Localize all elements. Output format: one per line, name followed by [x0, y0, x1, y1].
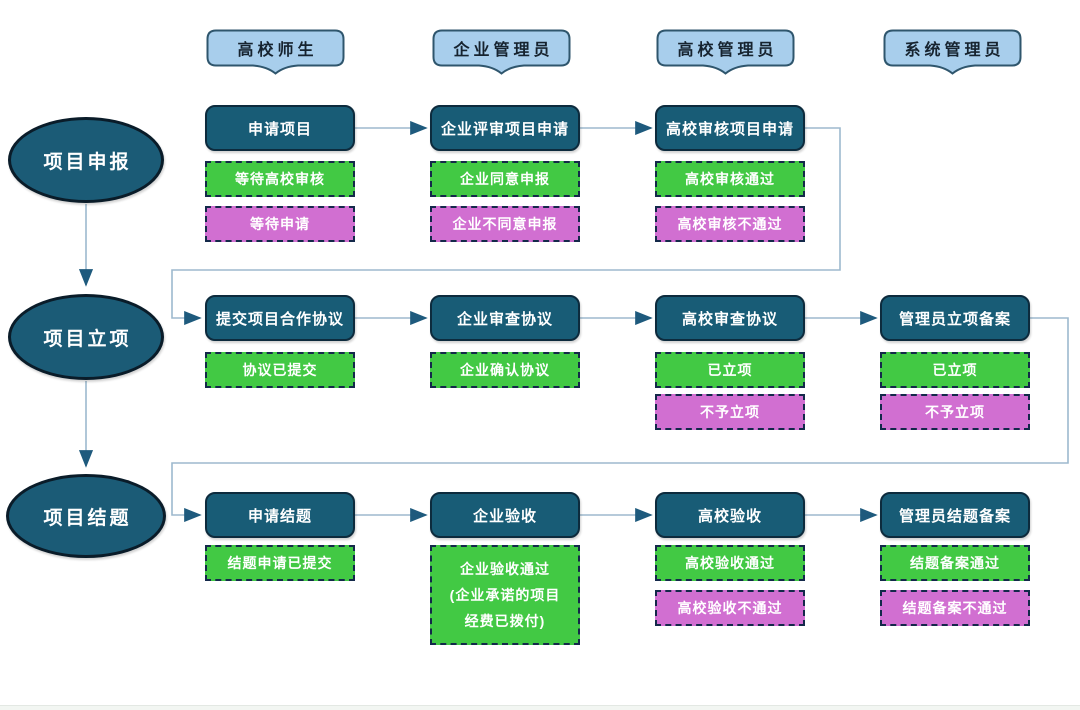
banner-shape	[656, 29, 795, 75]
step-company-review-application: 企业评审项目申请	[430, 105, 580, 151]
status-badge: 结题申请已提交	[205, 545, 355, 581]
step-apply-closure: 申请结题	[205, 492, 355, 538]
phase-ellipse-project-approval: 项目立项	[8, 294, 164, 380]
banner-shape	[206, 29, 345, 75]
status-badge: 结题备案不通过	[880, 590, 1030, 626]
lane-label: 系统管理员	[904, 41, 1005, 59]
status-badge: 企业同意申报	[430, 161, 580, 197]
status-badge: 等待高校审核	[205, 161, 355, 197]
status-badge: 不予立项	[880, 394, 1030, 430]
phase-ellipse-project-declaration: 项目申报	[8, 117, 164, 203]
lane-label: 高校管理员	[677, 41, 778, 59]
lane-header-university-admin: 高校管理员	[656, 29, 795, 76]
status-line: (企业承诺的项目	[449, 587, 561, 603]
step-university-acceptance: 高校验收	[655, 492, 805, 538]
status-badge: 协议已提交	[205, 352, 355, 388]
status-badge: 企业验收通过 (企业承诺的项目 经费已拨付)	[430, 545, 580, 645]
status-line: 企业验收通过	[460, 561, 550, 577]
phase-ellipse-project-closure: 项目结题	[6, 474, 166, 558]
step-university-review-application: 高校审核项目申请	[655, 105, 805, 151]
lane-header-system-admin: 系统管理员	[883, 29, 1022, 76]
status-badge: 企业不同意申报	[430, 206, 580, 242]
lane-header-university-staff: 高校师生	[206, 29, 345, 76]
status-badge: 高校验收通过	[655, 545, 805, 581]
step-apply-project: 申请项目	[205, 105, 355, 151]
status-badge: 已立项	[655, 352, 805, 388]
status-badge: 结题备案通过	[880, 545, 1030, 581]
step-company-acceptance: 企业验收	[430, 492, 580, 538]
lane-label: 企业管理员	[453, 41, 554, 59]
status-badge: 高校审核通过	[655, 161, 805, 197]
lane-label: 高校师生	[237, 41, 318, 59]
step-company-review-agreement: 企业审查协议	[430, 295, 580, 341]
status-badge: 高校审核不通过	[655, 206, 805, 242]
status-badge: 已立项	[880, 352, 1030, 388]
step-admin-approval-filing: 管理员立项备案	[880, 295, 1030, 341]
status-badge: 企业确认协议	[430, 352, 580, 388]
step-submit-cooperation-agreement: 提交项目合作协议	[205, 295, 355, 341]
banner-shape	[432, 29, 571, 75]
status-badge: 不予立项	[655, 394, 805, 430]
step-university-review-agreement: 高校审查协议	[655, 295, 805, 341]
banner-shape	[883, 29, 1022, 75]
page-bottom-edge	[0, 705, 1080, 710]
lane-header-company-admin: 企业管理员	[432, 29, 571, 76]
status-badge: 高校验收不通过	[655, 590, 805, 626]
status-line: 经费已拨付)	[464, 613, 546, 629]
step-admin-closure-filing: 管理员结题备案	[880, 492, 1030, 538]
status-badge: 等待申请	[205, 206, 355, 242]
